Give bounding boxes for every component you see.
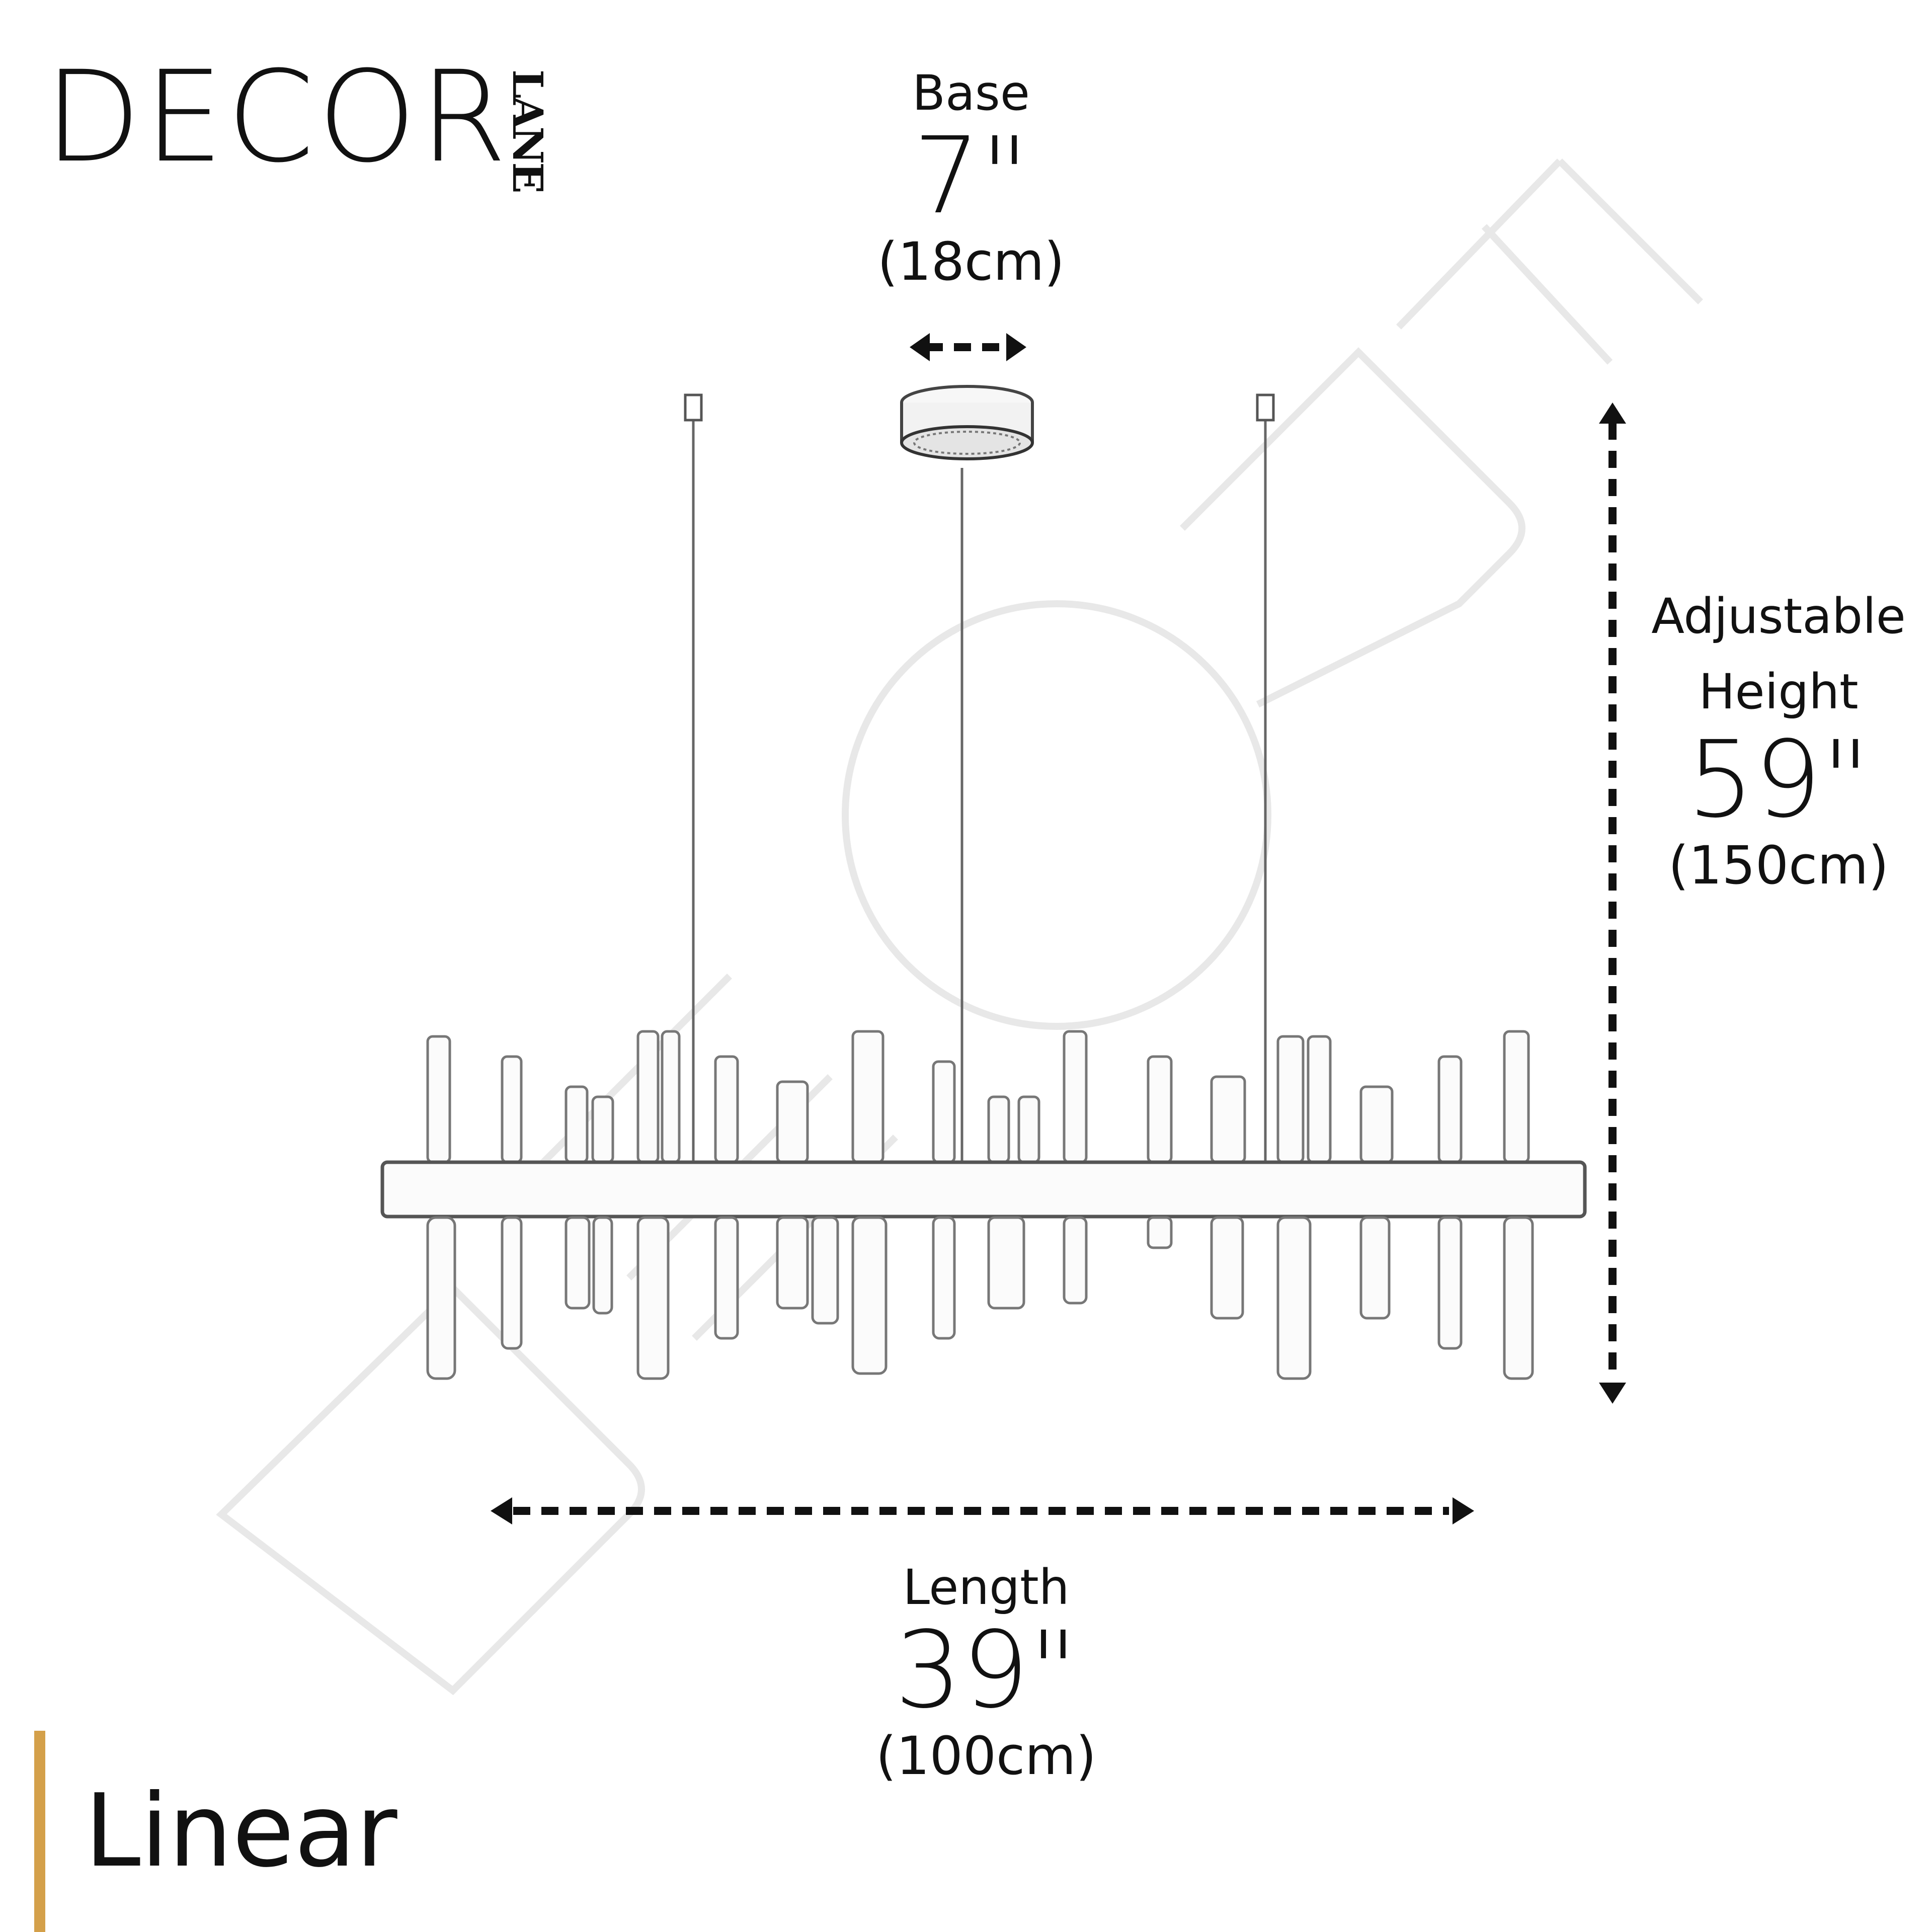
crystals-lower: [426, 1216, 1534, 1380]
height-dimension: Adjustable Height 59" (150cm): [1625, 589, 1932, 896]
height-dimension-arrow: [1599, 403, 1626, 1404]
height-imperial: 59": [1687, 718, 1870, 841]
base-metric: (18cm): [877, 231, 1065, 292]
product-type-label: Linear: [85, 1773, 397, 1890]
logo-wordmark: DECOR: [44, 44, 510, 190]
crystals-upper: [426, 1030, 1530, 1164]
rod-cap-left: [684, 393, 703, 422]
ceiling-canopy: [900, 385, 1034, 460]
accent-bar: [34, 1731, 45, 1932]
length-dimension-arrow: [491, 1497, 1474, 1524]
length-dimension: Length 39" (100cm): [815, 1560, 1157, 1786]
base-dimension: Base 7" (18cm): [800, 65, 1142, 292]
length-metric: (100cm): [875, 1725, 1097, 1787]
rod-cap-right: [1256, 393, 1275, 422]
suspension-wires: [692, 418, 1267, 1162]
base-imperial: 7": [913, 114, 1029, 237]
height-label-line2: Height: [1699, 664, 1859, 720]
height-label-line1: Adjustable: [1651, 588, 1906, 645]
logo-subword: LANE: [503, 69, 551, 192]
height-metric: (150cm): [1668, 835, 1889, 896]
chandelier-bar: [380, 1160, 1587, 1219]
base-label: Base: [912, 65, 1030, 121]
length-imperial: 39": [895, 1608, 1078, 1732]
length-label: Length: [903, 1559, 1070, 1616]
base-dimension-arrow: [910, 333, 1026, 361]
